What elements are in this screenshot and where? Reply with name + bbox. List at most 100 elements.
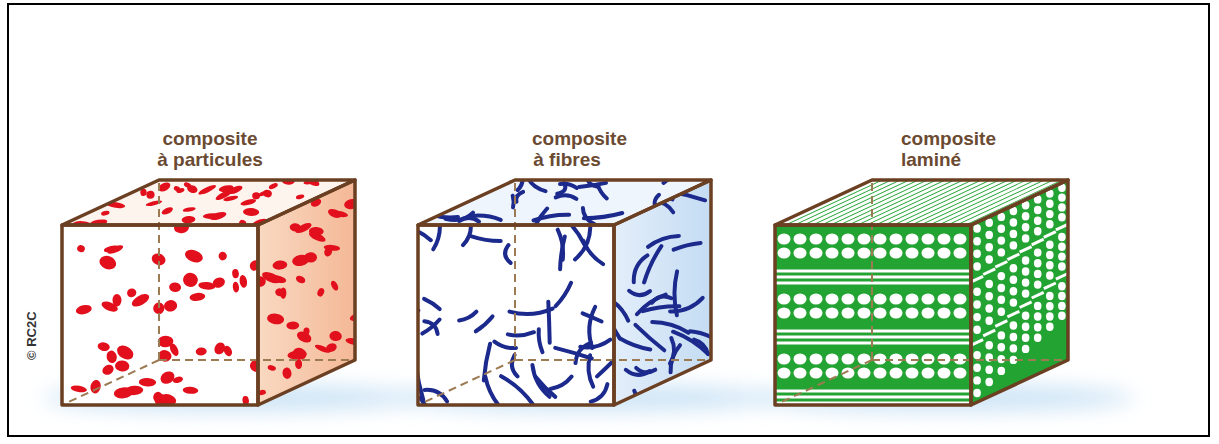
red-particle [126, 287, 138, 299]
fibre-dot [973, 288, 981, 296]
fibre-dot [1058, 203, 1066, 211]
fibre-dot [1022, 256, 1030, 264]
ply-stripe [1020, 302, 1032, 308]
fibre-dot [1010, 333, 1018, 341]
laminate-cube [775, 180, 1068, 405]
particle-cube [62, 174, 363, 408]
fibre-dot [1022, 267, 1030, 275]
fibre-dot [1010, 241, 1018, 249]
blue-fibre [501, 376, 532, 404]
blue-fibre [591, 384, 608, 402]
fibre-cube [399, 172, 719, 422]
red-particle [98, 253, 119, 271]
fibre-dot [1034, 206, 1042, 214]
red-particle [115, 360, 130, 372]
composite-title: composite à fibres [532, 128, 602, 170]
fibre-section [906, 248, 919, 259]
fibre-section [810, 234, 823, 245]
fibre-section [810, 308, 823, 319]
fibre-section [826, 308, 839, 319]
fibre-section [906, 234, 919, 245]
fibre-section [810, 248, 823, 259]
fibre-dot [985, 292, 993, 300]
fibre-section [874, 308, 887, 319]
fibre-dot [1046, 220, 1054, 228]
red-particle [240, 198, 257, 207]
fibre-dot [1034, 248, 1042, 256]
red-particle [182, 386, 198, 394]
blue-fibre [629, 291, 650, 295]
blue-fibre [494, 342, 516, 348]
fibre-dot [1058, 252, 1066, 260]
fibre-section [778, 368, 791, 379]
red-particle [106, 243, 124, 255]
fibre-section [810, 368, 823, 379]
fibre-section [826, 248, 839, 259]
fibre-section [874, 368, 887, 379]
red-particle [182, 272, 199, 289]
cube-top-edge [775, 180, 1068, 225]
red-particle [223, 195, 239, 203]
fibre-dot [998, 343, 1006, 351]
red-particle [282, 367, 292, 379]
red-particle [280, 287, 287, 299]
red-particle [181, 216, 195, 224]
fibre-dot [1046, 241, 1054, 249]
red-particle [218, 251, 227, 261]
composite-title: composite à particules [156, 128, 264, 170]
fibre-section [842, 354, 855, 365]
ply-stripe [971, 340, 983, 346]
fibre-dot [985, 255, 993, 263]
red-particle [196, 347, 207, 355]
red-particle [89, 379, 102, 395]
blue-fibre [532, 365, 549, 397]
red-particle [172, 376, 184, 384]
fibre-dot [1034, 270, 1042, 278]
fibre-section [954, 368, 967, 379]
fibre-section [954, 294, 967, 305]
red-particle [197, 183, 217, 196]
fibre-section [842, 234, 855, 245]
cube-top-edge [62, 180, 355, 225]
cube-top-edge [418, 180, 711, 225]
blue-fibre [508, 332, 534, 335]
fibre-section [954, 308, 967, 319]
red-particle [113, 386, 133, 399]
red-particle [70, 385, 87, 394]
cube-front-edge [775, 225, 971, 405]
blue-fibre [575, 227, 590, 259]
red-particle [268, 182, 279, 190]
red-particle [343, 198, 359, 211]
fibre-dot [1022, 234, 1030, 242]
fibre-section [826, 234, 839, 245]
blue-fibre [550, 377, 571, 389]
fibre-section [922, 248, 935, 259]
red-particle [303, 328, 309, 335]
fibre-dot [1010, 230, 1018, 238]
fibre-dot [1010, 344, 1018, 352]
blue-fibre [424, 299, 440, 309]
fibre-section [810, 294, 823, 305]
red-particle [266, 312, 285, 325]
fibre-dot [973, 364, 981, 372]
fibre-dot [985, 280, 993, 288]
fibre-section [874, 294, 887, 305]
blue-fibre [548, 302, 549, 343]
blue-fibre [652, 322, 688, 333]
red-particle [169, 282, 182, 292]
red-particle [272, 260, 288, 270]
red-particle [239, 274, 248, 288]
red-particle [158, 369, 176, 386]
fibre-dot [973, 300, 981, 308]
fibre-dot [1022, 278, 1030, 286]
ply-stripe [1032, 292, 1044, 298]
fibre-section [778, 248, 791, 259]
blue-fibre [516, 192, 523, 202]
blue-fibre [674, 243, 701, 250]
blue-fibre [580, 340, 610, 348]
ply-stripe [983, 330, 995, 336]
fibre-section [794, 308, 807, 319]
fibre-dot [985, 243, 993, 251]
ply-stripe [1056, 224, 1068, 230]
blue-fibre [555, 348, 592, 359]
